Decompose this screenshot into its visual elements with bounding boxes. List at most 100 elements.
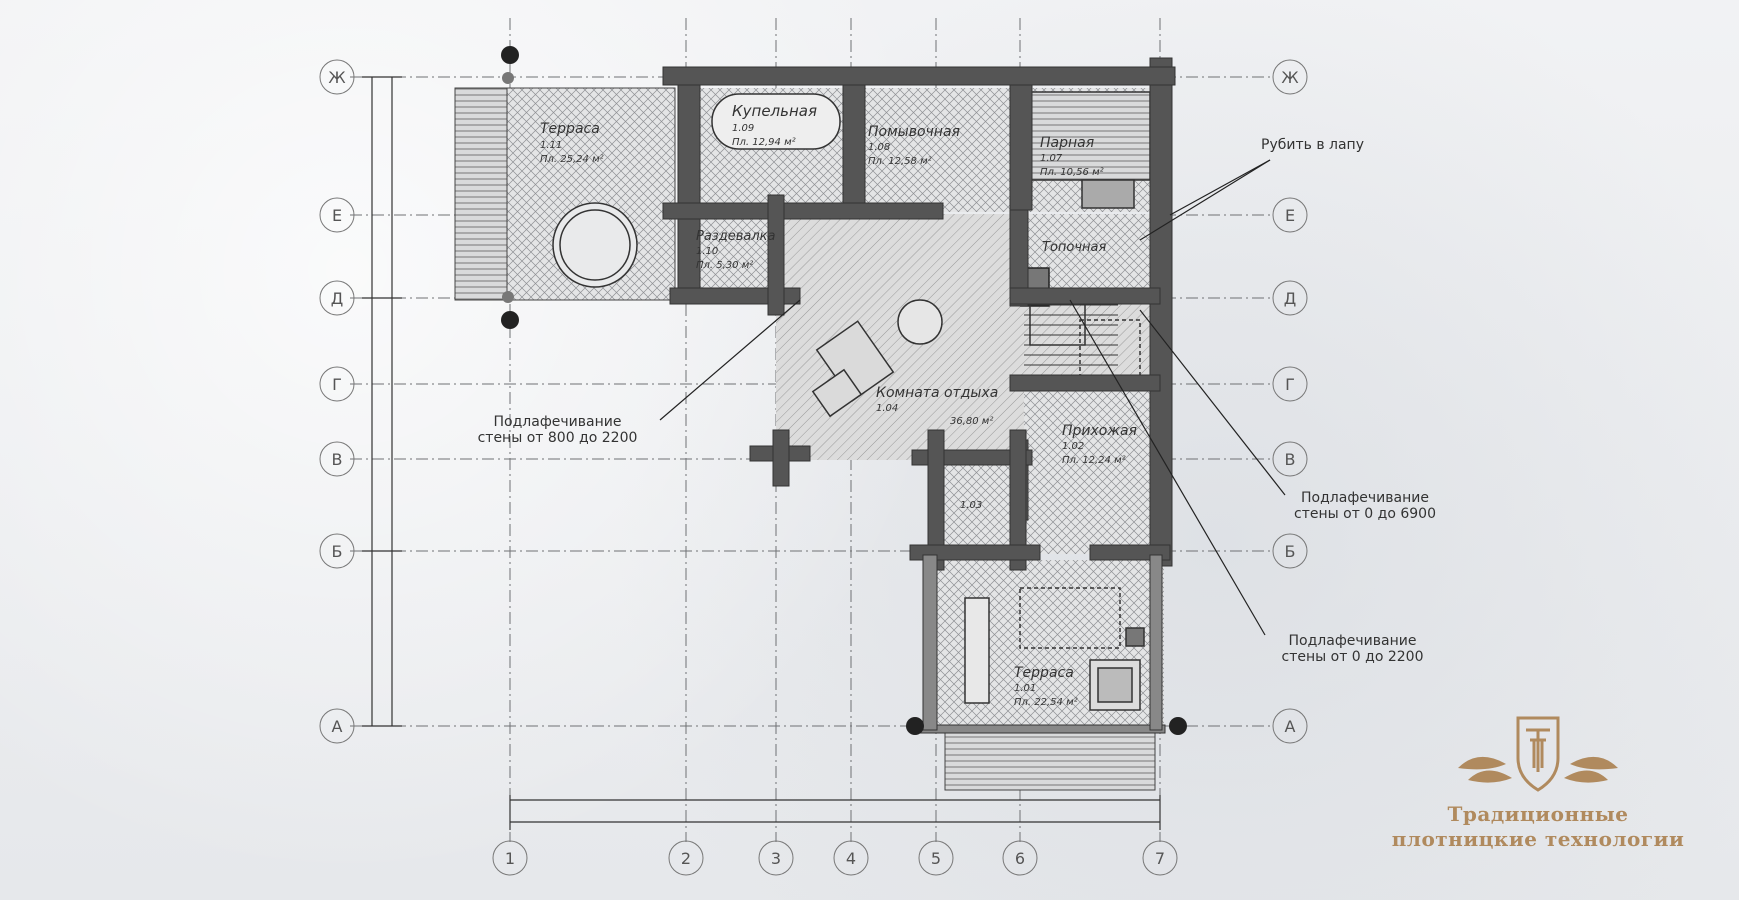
svg-text:Б: Б — [332, 542, 343, 561]
svg-text:7: 7 — [1155, 849, 1165, 868]
room-label-razdevalka: Раздевалка 1.10 Пл. 5,30 м² — [696, 229, 775, 271]
svg-text:Терраса: Терраса — [1014, 665, 1074, 681]
svg-text:Топочная: Топочная — [1042, 240, 1106, 255]
axis-marker-row: А — [319, 708, 355, 744]
axis-marker-row: Ж — [319, 59, 355, 95]
svg-text:Комната отдыха: Комната отдыха — [876, 385, 998, 401]
dimension-lines — [362, 76, 1161, 830]
svg-text:Парная: Парная — [1040, 135, 1094, 151]
svg-text:1.03: 1.03 — [960, 500, 982, 511]
callout-line: Подлафечивание — [1288, 633, 1417, 649]
svg-text:1.10: 1.10 — [696, 246, 718, 257]
callout-line: Подлафечивание — [493, 414, 622, 430]
column-axis-markers: 1 2 3 4 5 6 7 — [492, 840, 1178, 876]
axis-marker-row: Е — [1272, 197, 1308, 233]
svg-text:Г: Г — [332, 375, 342, 394]
room-label-pomyvochnaya: Помывочная 1.08 Пл. 12,58 м² — [868, 124, 960, 167]
svg-text:1.01: 1.01 — [1014, 683, 1036, 694]
columns — [501, 46, 1187, 735]
axis-marker-column: 1 — [492, 840, 528, 876]
callout-line: Подлафечивание — [1301, 490, 1429, 506]
svg-text:2: 2 — [681, 849, 691, 868]
room-label-terrace-bottom: Терраса 1.01 Пл. 22,54 м² — [1014, 665, 1078, 708]
room-label-kupelnaya: Купельная 1.09 Пл. 12,94 м² — [732, 102, 817, 148]
svg-text:Пл. 25,24 м²: Пл. 25,24 м² — [540, 154, 604, 165]
callout-rubit-v-lapu: Рубить в лапу — [1261, 137, 1364, 153]
room-label-sanuzel: 1.03 — [960, 500, 982, 511]
svg-text:Пл. 10,56 м²: Пл. 10,56 м² — [1040, 167, 1104, 178]
svg-text:5: 5 — [931, 849, 941, 868]
room-label-terrace-top: Терраса 1.11 Пл. 25,24 м² — [540, 121, 604, 165]
callout-line: стены от 800 до 2200 — [477, 430, 638, 446]
svg-text:1.09: 1.09 — [732, 123, 754, 134]
svg-text:1.02: 1.02 — [1062, 441, 1084, 452]
svg-text:1.04: 1.04 — [876, 403, 898, 414]
svg-text:Пл. 12,94 м²: Пл. 12,94 м² — [732, 137, 796, 148]
svg-text:3: 3 — [771, 849, 781, 868]
row-axis-markers-right: Ж Е Д Г В Б А — [1272, 59, 1308, 744]
axis-marker-column: 7 — [1142, 840, 1178, 876]
svg-text:Раздевалка: Раздевалка — [696, 229, 775, 244]
room-label-parnaya: Парная 1.07 Пл. 10,56 м² — [1040, 135, 1104, 178]
svg-text:Ж: Ж — [328, 68, 345, 87]
callout-podlafechivanie-0-6900: Подлафечивание стены от 0 до 6900 — [1285, 490, 1445, 522]
axis-marker-column: 3 — [758, 840, 794, 876]
axis-marker-column: 4 — [833, 840, 869, 876]
axis-marker-row: Ж — [1272, 59, 1308, 95]
row-axis-markers-left: Ж Е Д Г В Б А — [319, 59, 355, 744]
svg-text:1.11: 1.11 — [540, 140, 562, 151]
svg-text:В: В — [1285, 450, 1296, 469]
svg-text:1: 1 — [505, 849, 515, 868]
svg-text:1.08: 1.08 — [868, 142, 890, 153]
svg-text:Помывочная: Помывочная — [868, 124, 960, 140]
logo-line-1: Традиционные — [1447, 802, 1629, 826]
callout-podlafechivanie-0-2200: Подлафечивание стены от 0 до 2200 — [1265, 633, 1440, 665]
room-labels: Терраса 1.11 Пл. 25,24 м² Купельная 1.09… — [540, 102, 1137, 708]
svg-text:Прихожая: Прихожая — [1062, 423, 1137, 439]
axis-marker-row: Г — [1272, 366, 1308, 402]
svg-text:Пл. 12,58 м²: Пл. 12,58 м² — [868, 156, 932, 167]
svg-text:Пл. 22,54 м²: Пл. 22,54 м² — [1014, 697, 1078, 708]
svg-text:Е: Е — [332, 206, 342, 225]
axis-marker-row: В — [319, 441, 355, 477]
svg-text:Ж: Ж — [1281, 68, 1298, 87]
svg-text:Д: Д — [331, 289, 344, 308]
axis-marker-column: 5 — [918, 840, 954, 876]
svg-text:Г: Г — [1285, 375, 1295, 394]
axis-marker-row: А — [1272, 708, 1308, 744]
svg-text:Пл. 5,30 м²: Пл. 5,30 м² — [696, 260, 753, 271]
room-label-prihozhaya: Прихожая 1.02 Пл. 12,24 м² — [1062, 423, 1137, 466]
svg-text:Купельная: Купельная — [732, 102, 817, 120]
svg-text:Терраса: Терраса — [540, 121, 600, 137]
logo-line-2: плотницкие технологии — [1391, 827, 1685, 851]
leader-lines — [659, 159, 1286, 636]
axis-marker-row: В — [1272, 441, 1308, 477]
axis-marker-row: Б — [319, 533, 355, 569]
axis-marker-column: 6 — [1002, 840, 1038, 876]
svg-text:Б: Б — [1285, 542, 1296, 561]
svg-text:А: А — [1285, 717, 1296, 736]
axis-marker-row: Д — [1272, 280, 1308, 316]
axis-marker-row: Е — [319, 197, 355, 233]
callout-line: стены от 0 до 2200 — [1281, 649, 1424, 665]
room-label-topochnaya: Топочная — [1042, 240, 1106, 255]
axis-marker-column: 2 — [668, 840, 704, 876]
svg-text:6: 6 — [1015, 849, 1025, 868]
log-walls — [662, 57, 1176, 734]
company-logo: Традиционные плотницкие технологии — [1388, 710, 1688, 860]
room-label-komnata-otdyha: Комната отдыха 1.04 36,80 м² — [876, 385, 998, 427]
svg-text:1.07: 1.07 — [1040, 153, 1063, 164]
callout-line: стены от 0 до 6900 — [1294, 506, 1436, 522]
svg-text:4: 4 — [846, 849, 856, 868]
svg-text:Е: Е — [1285, 206, 1295, 225]
axis-marker-row: Б — [1272, 533, 1308, 569]
svg-text:Пл. 12,24 м²: Пл. 12,24 м² — [1062, 455, 1126, 466]
callout-podlafechivanie-800-2200: Подлафечивание стены от 800 до 2200 — [455, 414, 660, 446]
svg-text:А: А — [332, 717, 343, 736]
axis-marker-row: Д — [319, 280, 355, 316]
svg-text:36,80 м²: 36,80 м² — [950, 416, 993, 427]
svg-text:В: В — [332, 450, 343, 469]
logo-emblem-icon — [1458, 716, 1618, 792]
svg-text:Д: Д — [1284, 289, 1297, 308]
